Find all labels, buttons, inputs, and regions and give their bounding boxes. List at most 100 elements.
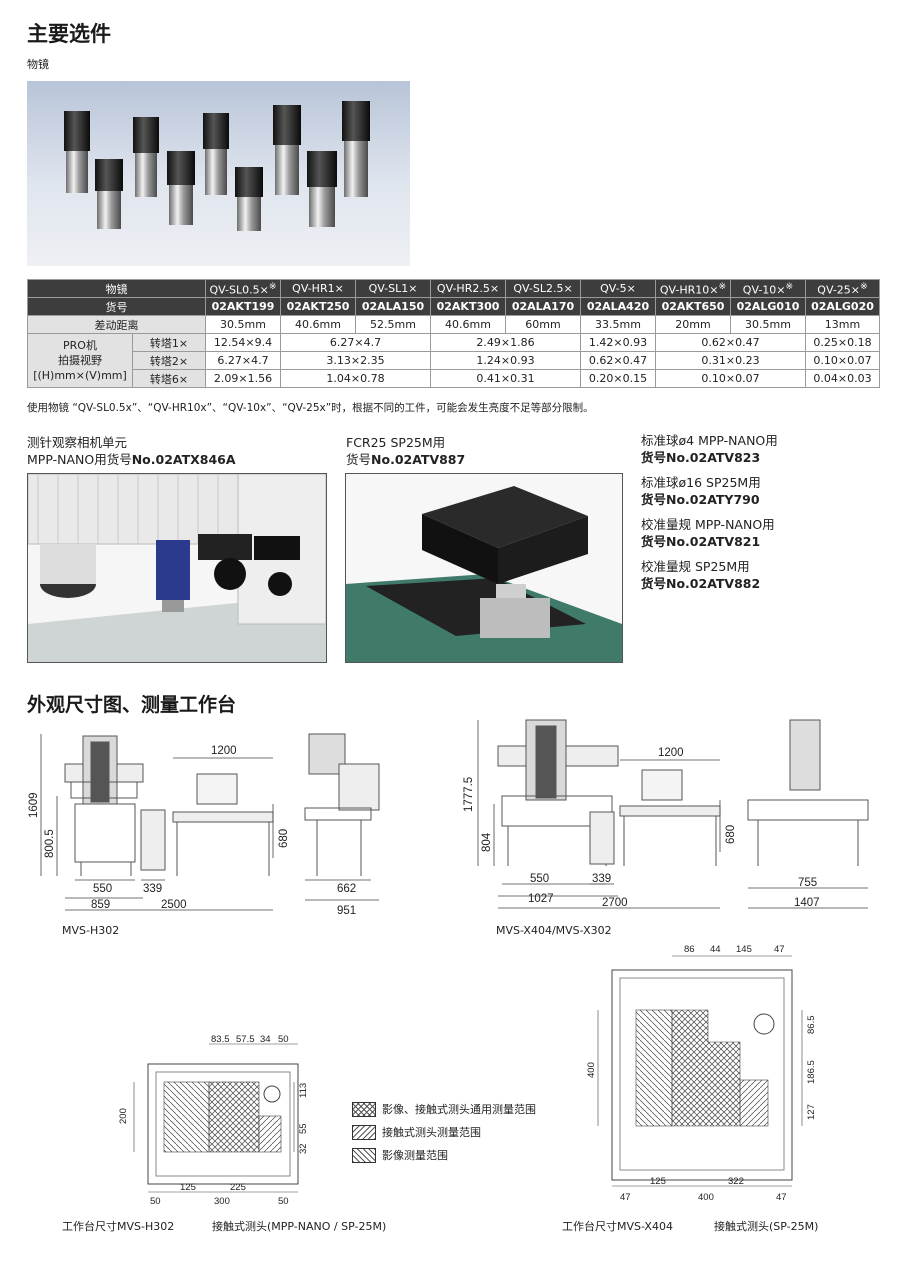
table-row: 货号 02AKT199 02AKT250 02ALA150 02AKT300 0… bbox=[27, 297, 880, 316]
dim-height: 800.5 bbox=[44, 829, 56, 858]
table-row: 差动距离 30.5mm 40.6mm 52.5mm 40.6mm 60mm 33… bbox=[27, 315, 880, 334]
stage-h302-probe: 接触式测头(MPP-NANO / SP-25M) bbox=[212, 1220, 387, 1233]
code-cell: 02AKT300 bbox=[430, 297, 506, 316]
code-cell: 02ALA420 bbox=[580, 297, 656, 316]
model-cell: QV-SL2.5× bbox=[505, 279, 581, 298]
fov-cell: 0.25×0.18 bbox=[805, 333, 880, 352]
legend-swatch bbox=[352, 1101, 376, 1117]
fov-cell: 6.27×4.7 bbox=[280, 333, 431, 352]
h302-dimension-drawing: 1200 1609 800.5 680 550 339 859 2500 662… bbox=[28, 733, 380, 917]
objectives-label: 物镜 bbox=[27, 58, 49, 71]
x404-label: MVS-X404/MVS-X302 bbox=[496, 924, 612, 937]
objectives-photo bbox=[27, 81, 410, 266]
dim-bottom: 50 bbox=[150, 1196, 161, 1207]
fov-cell: 0.41×0.31 bbox=[430, 369, 581, 388]
dim-top: 44 bbox=[710, 944, 721, 955]
table-row: PRO机拍摄视野[(H)mm×(V)mm] 转塔1× 12.54×9.4 6.2… bbox=[27, 333, 880, 388]
stage-x404-probe: 接触式测头(SP-25M) bbox=[714, 1220, 819, 1233]
dim-bottom: 125 bbox=[650, 1176, 666, 1187]
dim-width: 662 bbox=[337, 883, 356, 895]
page-title: 主要选件 bbox=[27, 22, 111, 46]
model-cell: QV-HR2.5× bbox=[430, 279, 506, 298]
dim-top: 57.5 bbox=[236, 1034, 255, 1045]
turret-label: 转塔6× bbox=[132, 369, 206, 388]
fov-cell: 0.04×0.03 bbox=[805, 369, 880, 388]
fov-cell: 1.24×0.93 bbox=[430, 351, 581, 370]
fcr25-photo bbox=[345, 473, 623, 663]
wd-label: 差动距离 bbox=[27, 315, 206, 334]
dim-width: 755 bbox=[798, 877, 817, 889]
model-cell: QV-SL1× bbox=[355, 279, 431, 298]
wd-cell: 40.6mm bbox=[430, 315, 506, 334]
wd-cell: 60mm bbox=[505, 315, 581, 334]
legend-item: 影像测量范围 bbox=[352, 1147, 448, 1163]
dim-width: 1200 bbox=[211, 745, 237, 757]
dim-width: 339 bbox=[143, 883, 162, 895]
x404-dimension-drawing: 1200 1777.5 804 680 550 339 1027 2700 75… bbox=[463, 719, 869, 909]
dim-bottom: 47 bbox=[776, 1192, 787, 1203]
fcr25-illustration bbox=[346, 474, 622, 662]
model-cell: QV-10×※ bbox=[730, 279, 806, 298]
dim-width: 550 bbox=[530, 873, 549, 885]
turret-label: 转塔2× bbox=[132, 351, 206, 370]
wd-cell: 20mm bbox=[655, 315, 731, 334]
dim-width: 859 bbox=[91, 899, 110, 911]
table-note: 使用物镜 “QV-SL0.5x”、“QV-HR10x”、“QV-10x”、“QV… bbox=[27, 402, 594, 414]
dim-top: 83.5 bbox=[211, 1034, 230, 1045]
objective-lenses-illustration bbox=[64, 101, 370, 231]
dim-bottom: 47 bbox=[620, 1192, 631, 1203]
legend-swatch bbox=[352, 1147, 376, 1163]
accessory-item: 校准量规 SP25M用货号No.02ATV882 bbox=[641, 559, 761, 591]
dim-right: 113 bbox=[298, 1083, 309, 1098]
model-cell: QV-5× bbox=[580, 279, 656, 298]
stage-h302-drawing: 83.5 57.5 34 50 200 113 55 32 125 225 50… bbox=[118, 1034, 309, 1207]
h302-label: MVS-H302 bbox=[62, 924, 120, 937]
dim-width: 2700 bbox=[602, 897, 628, 909]
dim-bottom: 322 bbox=[728, 1176, 744, 1187]
table-row: 物镜 QV-SL0.5×※ QV-HR1× QV-SL1× QV-HR2.5× … bbox=[27, 279, 880, 298]
fov-cell: 3.13×2.35 bbox=[280, 351, 431, 370]
dim-right: 127 bbox=[806, 1104, 817, 1120]
dim-height: 680 bbox=[278, 829, 290, 848]
fov-cell: 1.42×0.93 bbox=[580, 333, 656, 352]
legend-swatch bbox=[352, 1124, 376, 1140]
dim-height: 804 bbox=[481, 832, 493, 852]
dim-right: 186.5 bbox=[806, 1060, 817, 1084]
dim-top: 86 bbox=[684, 944, 695, 955]
accessory-item: 标准球ø16 SP25M用货号No.02ATY790 bbox=[641, 475, 761, 507]
code-cell: 02ALG010 bbox=[730, 297, 806, 316]
model-cell: QV-25×※ bbox=[805, 279, 880, 298]
fov-cell: 2.09×1.56 bbox=[205, 369, 281, 388]
code-label: 货号 bbox=[27, 297, 206, 316]
dim-right: 32 bbox=[298, 1143, 309, 1154]
camera-unit-illustration bbox=[28, 474, 326, 662]
camera-unit-photo bbox=[27, 473, 327, 663]
camera-caption: 测针观察相机单元 MPP-NANO用货号No.02ATX846A bbox=[27, 435, 236, 467]
fov-cell: 0.62×0.47 bbox=[655, 333, 806, 352]
dim-width: 1407 bbox=[794, 897, 820, 909]
header-label: 物镜 bbox=[27, 279, 206, 298]
fov-cell: 0.10×0.07 bbox=[655, 369, 806, 388]
dim-top: 145 bbox=[736, 944, 752, 955]
fov-cell: 0.20×0.15 bbox=[580, 369, 656, 388]
table-row: 转塔2× 6.27×4.7 3.13×2.35 1.24×0.93 0.62×0… bbox=[28, 351, 880, 370]
fov-cell: 0.31×0.23 bbox=[655, 351, 806, 370]
wd-cell: 40.6mm bbox=[280, 315, 356, 334]
dim-height: 1609 bbox=[28, 792, 40, 818]
dim-bottom: 225 bbox=[230, 1182, 246, 1193]
dim-bottom: 400 bbox=[698, 1192, 714, 1203]
wd-cell: 33.5mm bbox=[580, 315, 656, 334]
fov-label: PRO机拍摄视野[(H)mm×(V)mm] bbox=[27, 333, 133, 388]
dim-width: 1200 bbox=[658, 747, 684, 759]
code-cell: 02AKT199 bbox=[205, 297, 281, 316]
dim-left: 400 bbox=[586, 1062, 597, 1078]
dim-width: 2500 bbox=[161, 899, 187, 911]
dim-bottom: 300 bbox=[214, 1196, 230, 1207]
model-cell: QV-SL0.5×※ bbox=[205, 279, 281, 298]
model-cell: QV-HR1× bbox=[280, 279, 356, 298]
code-cell: 02ALA150 bbox=[355, 297, 431, 316]
dim-height: 680 bbox=[725, 825, 737, 844]
fov-cell: 12.54×9.4 bbox=[205, 333, 281, 352]
fov-cell: 1.04×0.78 bbox=[280, 369, 431, 388]
dim-right: 55 bbox=[298, 1123, 309, 1134]
